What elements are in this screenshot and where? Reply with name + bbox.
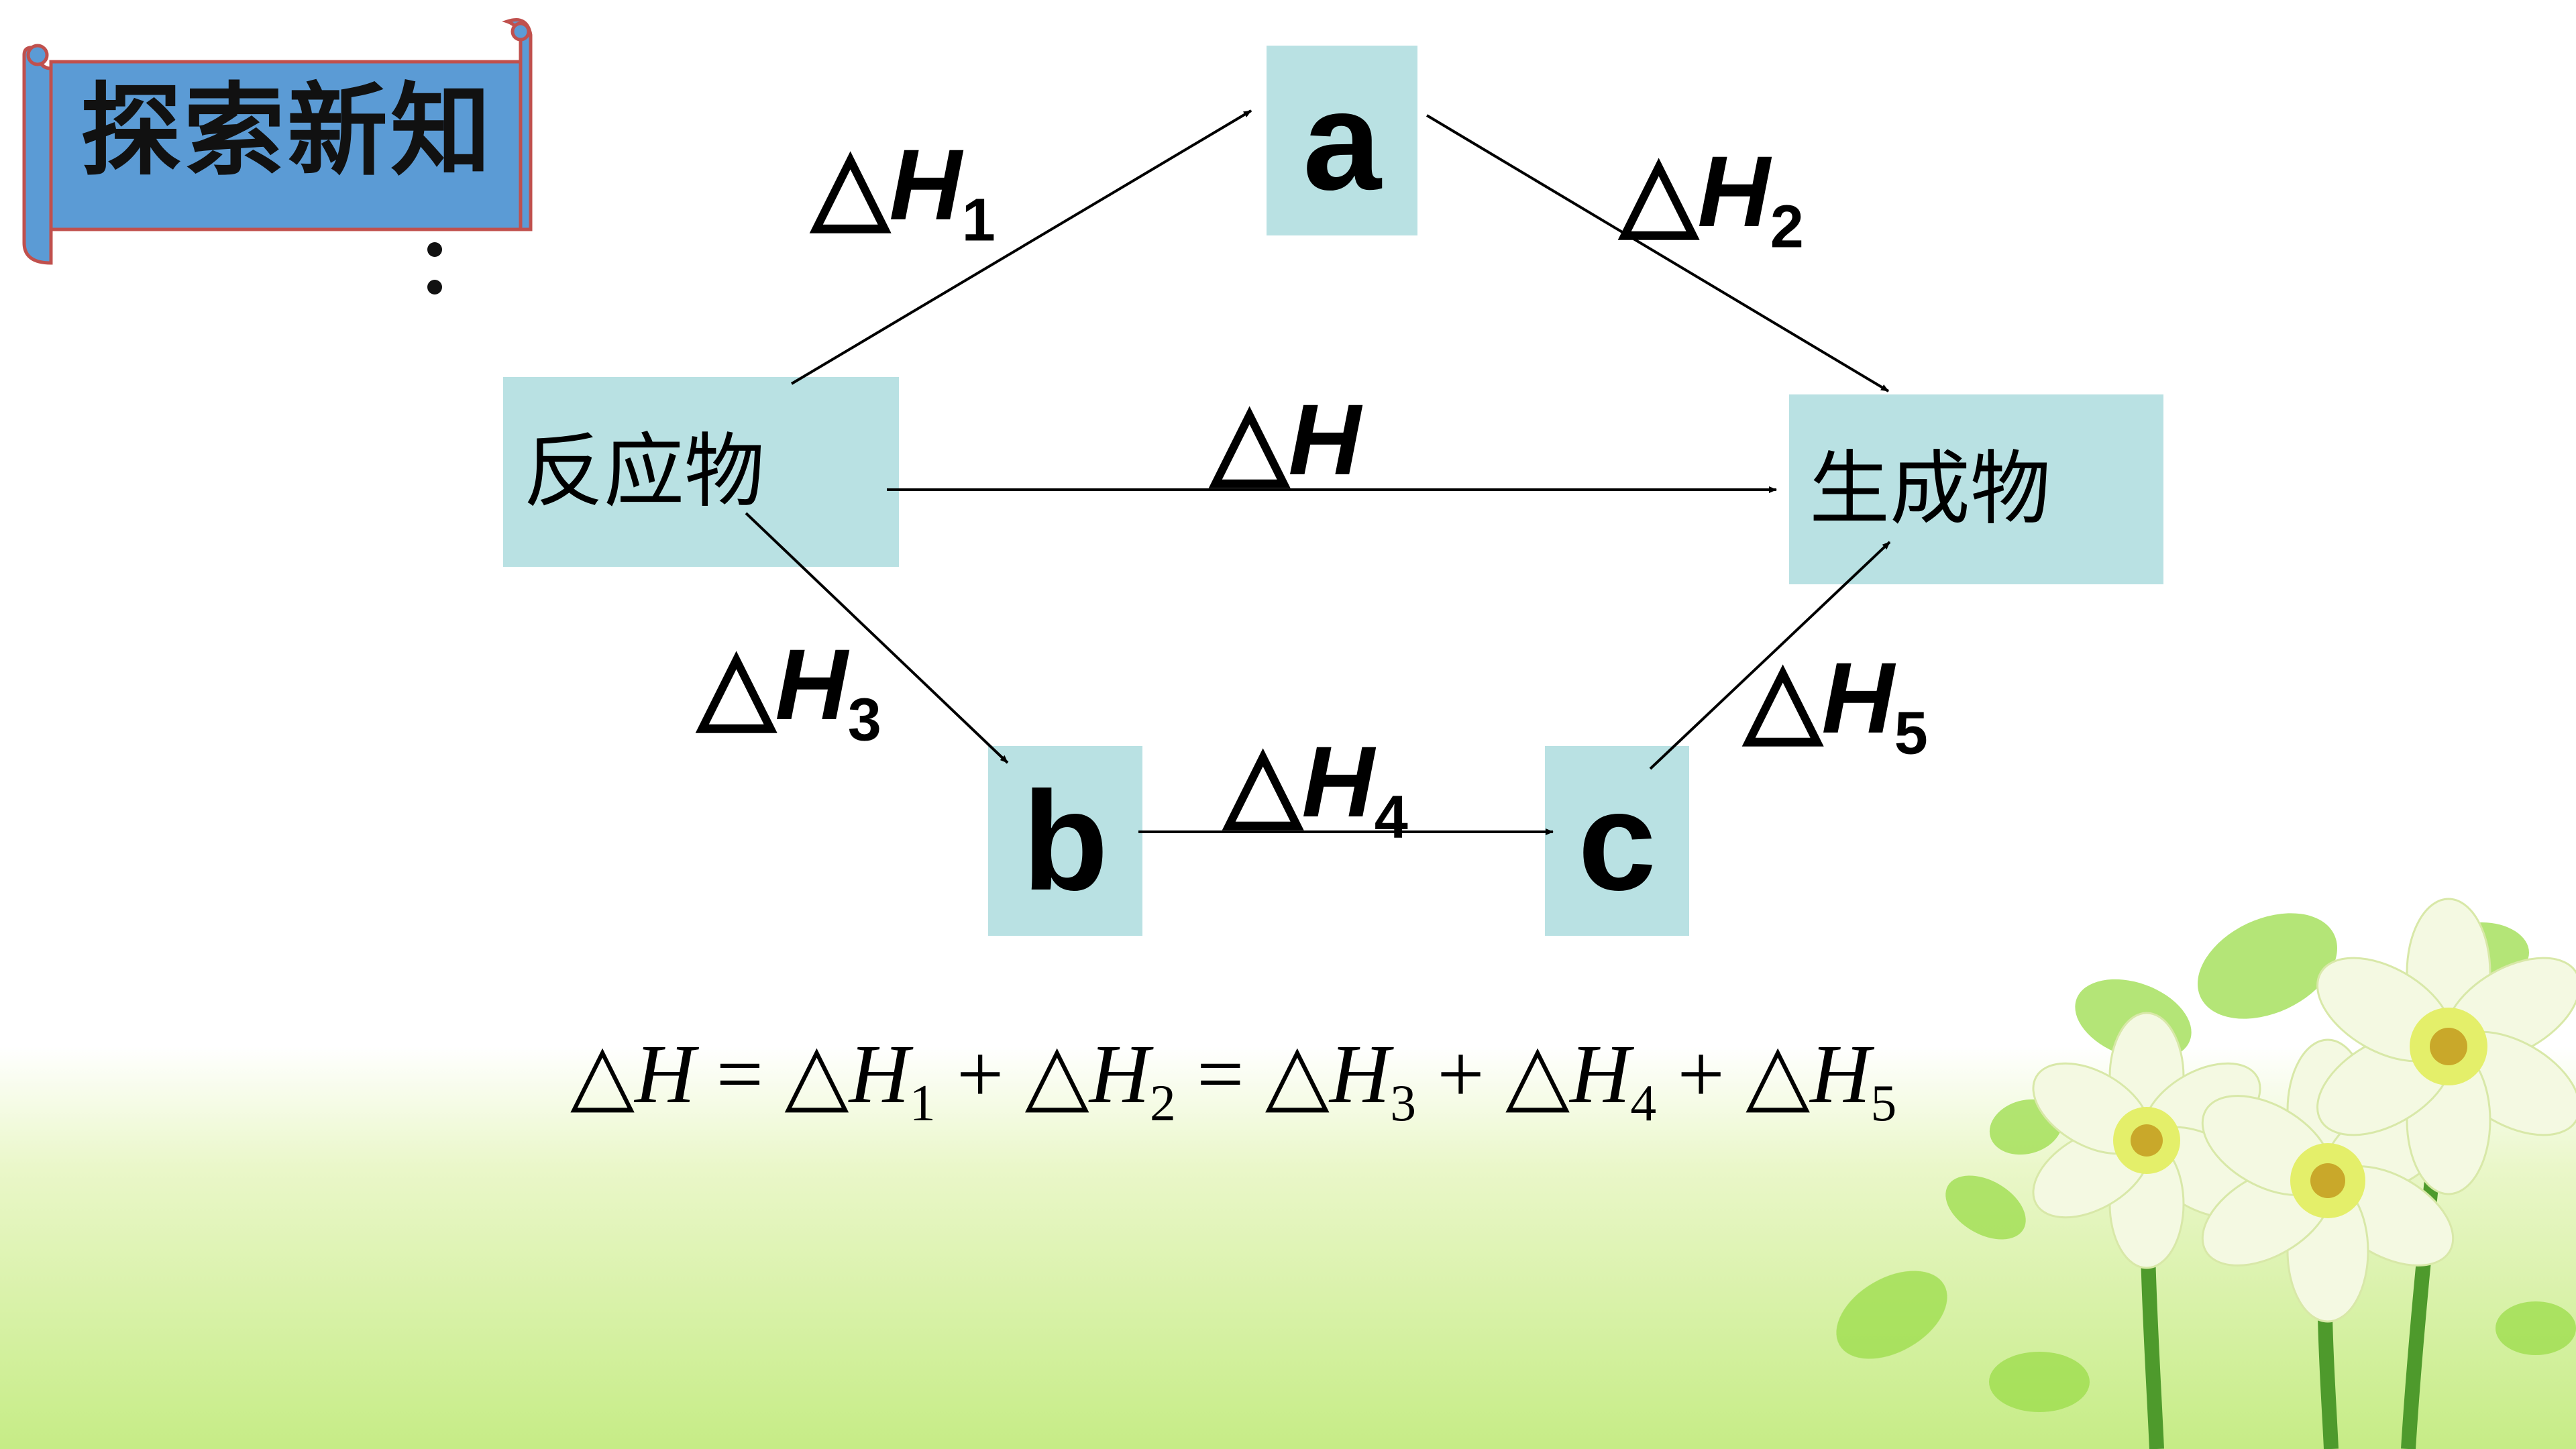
label-delta-h: △H — [1211, 383, 1361, 496]
banner-title: 探索新知 — [80, 72, 494, 190]
reactant-label: 反应物 — [523, 425, 765, 519]
intermediate-a-label: a — [1303, 61, 1381, 219]
banner-colon — [421, 235, 448, 302]
intermediate-a-box: a — [1267, 46, 1417, 235]
intermediate-b-box: b — [988, 746, 1142, 936]
title-banner — [22, 18, 533, 265]
label-delta-h2: △H2 — [1620, 135, 1804, 261]
arrow-reactant-to-b — [745, 512, 1009, 764]
product-box: 生成物 — [1789, 394, 2163, 584]
arrow-c-to-product — [1649, 541, 1891, 770]
arrow-a-to-product — [1426, 114, 1890, 392]
arrow-reactant-to-a — [790, 109, 1252, 385]
intermediate-c-label: c — [1578, 761, 1656, 920]
reactant-box: 反应物 — [503, 377, 899, 567]
label-delta-h1: △H1 — [812, 128, 996, 254]
hess-law-equation: △H = △H1 + △H2 = △H3 + △H4 + △H5 — [570, 1028, 1897, 1132]
label-delta-h5: △H5 — [1744, 641, 1928, 767]
product-label: 生成物 — [1809, 442, 2051, 536]
label-delta-h4: △H4 — [1224, 725, 1408, 851]
intermediate-c-box: c — [1545, 746, 1689, 936]
label-delta-h3: △H3 — [698, 628, 881, 754]
intermediate-b-label: b — [1022, 761, 1109, 920]
